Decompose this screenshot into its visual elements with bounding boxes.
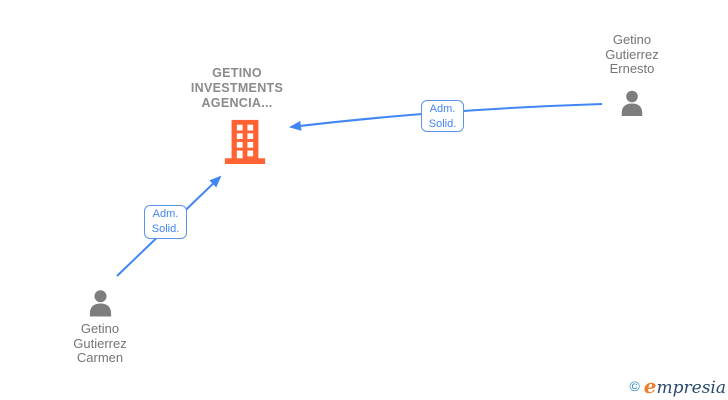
person-carmen-node-label[interactable]: Getino Gutierrez Carmen — [40, 321, 160, 366]
person-ernesto-node[interactable] — [619, 90, 645, 121]
empresia-logo-text: mpresia — [656, 378, 727, 398]
edge-label-line: Adm. — [429, 103, 456, 115]
edge-label-line: Solid. — [428, 117, 457, 130]
person-icon — [619, 90, 645, 120]
person-name-line: Carmen — [76, 350, 124, 365]
person-name-line: Getino — [80, 321, 120, 336]
edge-label-line: Solid. — [151, 222, 180, 235]
person-carmen-node[interactable] — [87, 289, 114, 322]
edge-label-adm-solid-top: Adm. Solid. — [421, 100, 464, 132]
empresia-watermark: ©empresia — [629, 374, 726, 398]
person-name-line: Ernesto — [609, 61, 655, 76]
edge-label-line: Adm. — [152, 208, 179, 220]
company-name-line: AGENCIA... — [201, 96, 273, 110]
company-node[interactable] — [223, 118, 267, 169]
company-name-line: INVESTMENTS — [190, 81, 284, 95]
person-icon — [87, 290, 114, 321]
empresia-logo-initial: e — [643, 374, 657, 398]
copyright-icon: © — [629, 378, 640, 394]
person-name-line: Gutierrez — [605, 46, 659, 62]
company-node-label[interactable]: GETINO INVESTMENTS AGENCIA... — [147, 66, 327, 111]
company-name-line: GETINO — [212, 66, 262, 80]
edge-label-adm-solid-bottom: Adm. Solid. — [144, 205, 187, 239]
building-icon — [223, 119, 267, 168]
person-name-line: Gutierrez — [73, 335, 127, 351]
person-name-line: Getino — [612, 32, 652, 47]
person-ernesto-node-label[interactable]: Getino Gutierrez Ernesto — [572, 32, 692, 77]
